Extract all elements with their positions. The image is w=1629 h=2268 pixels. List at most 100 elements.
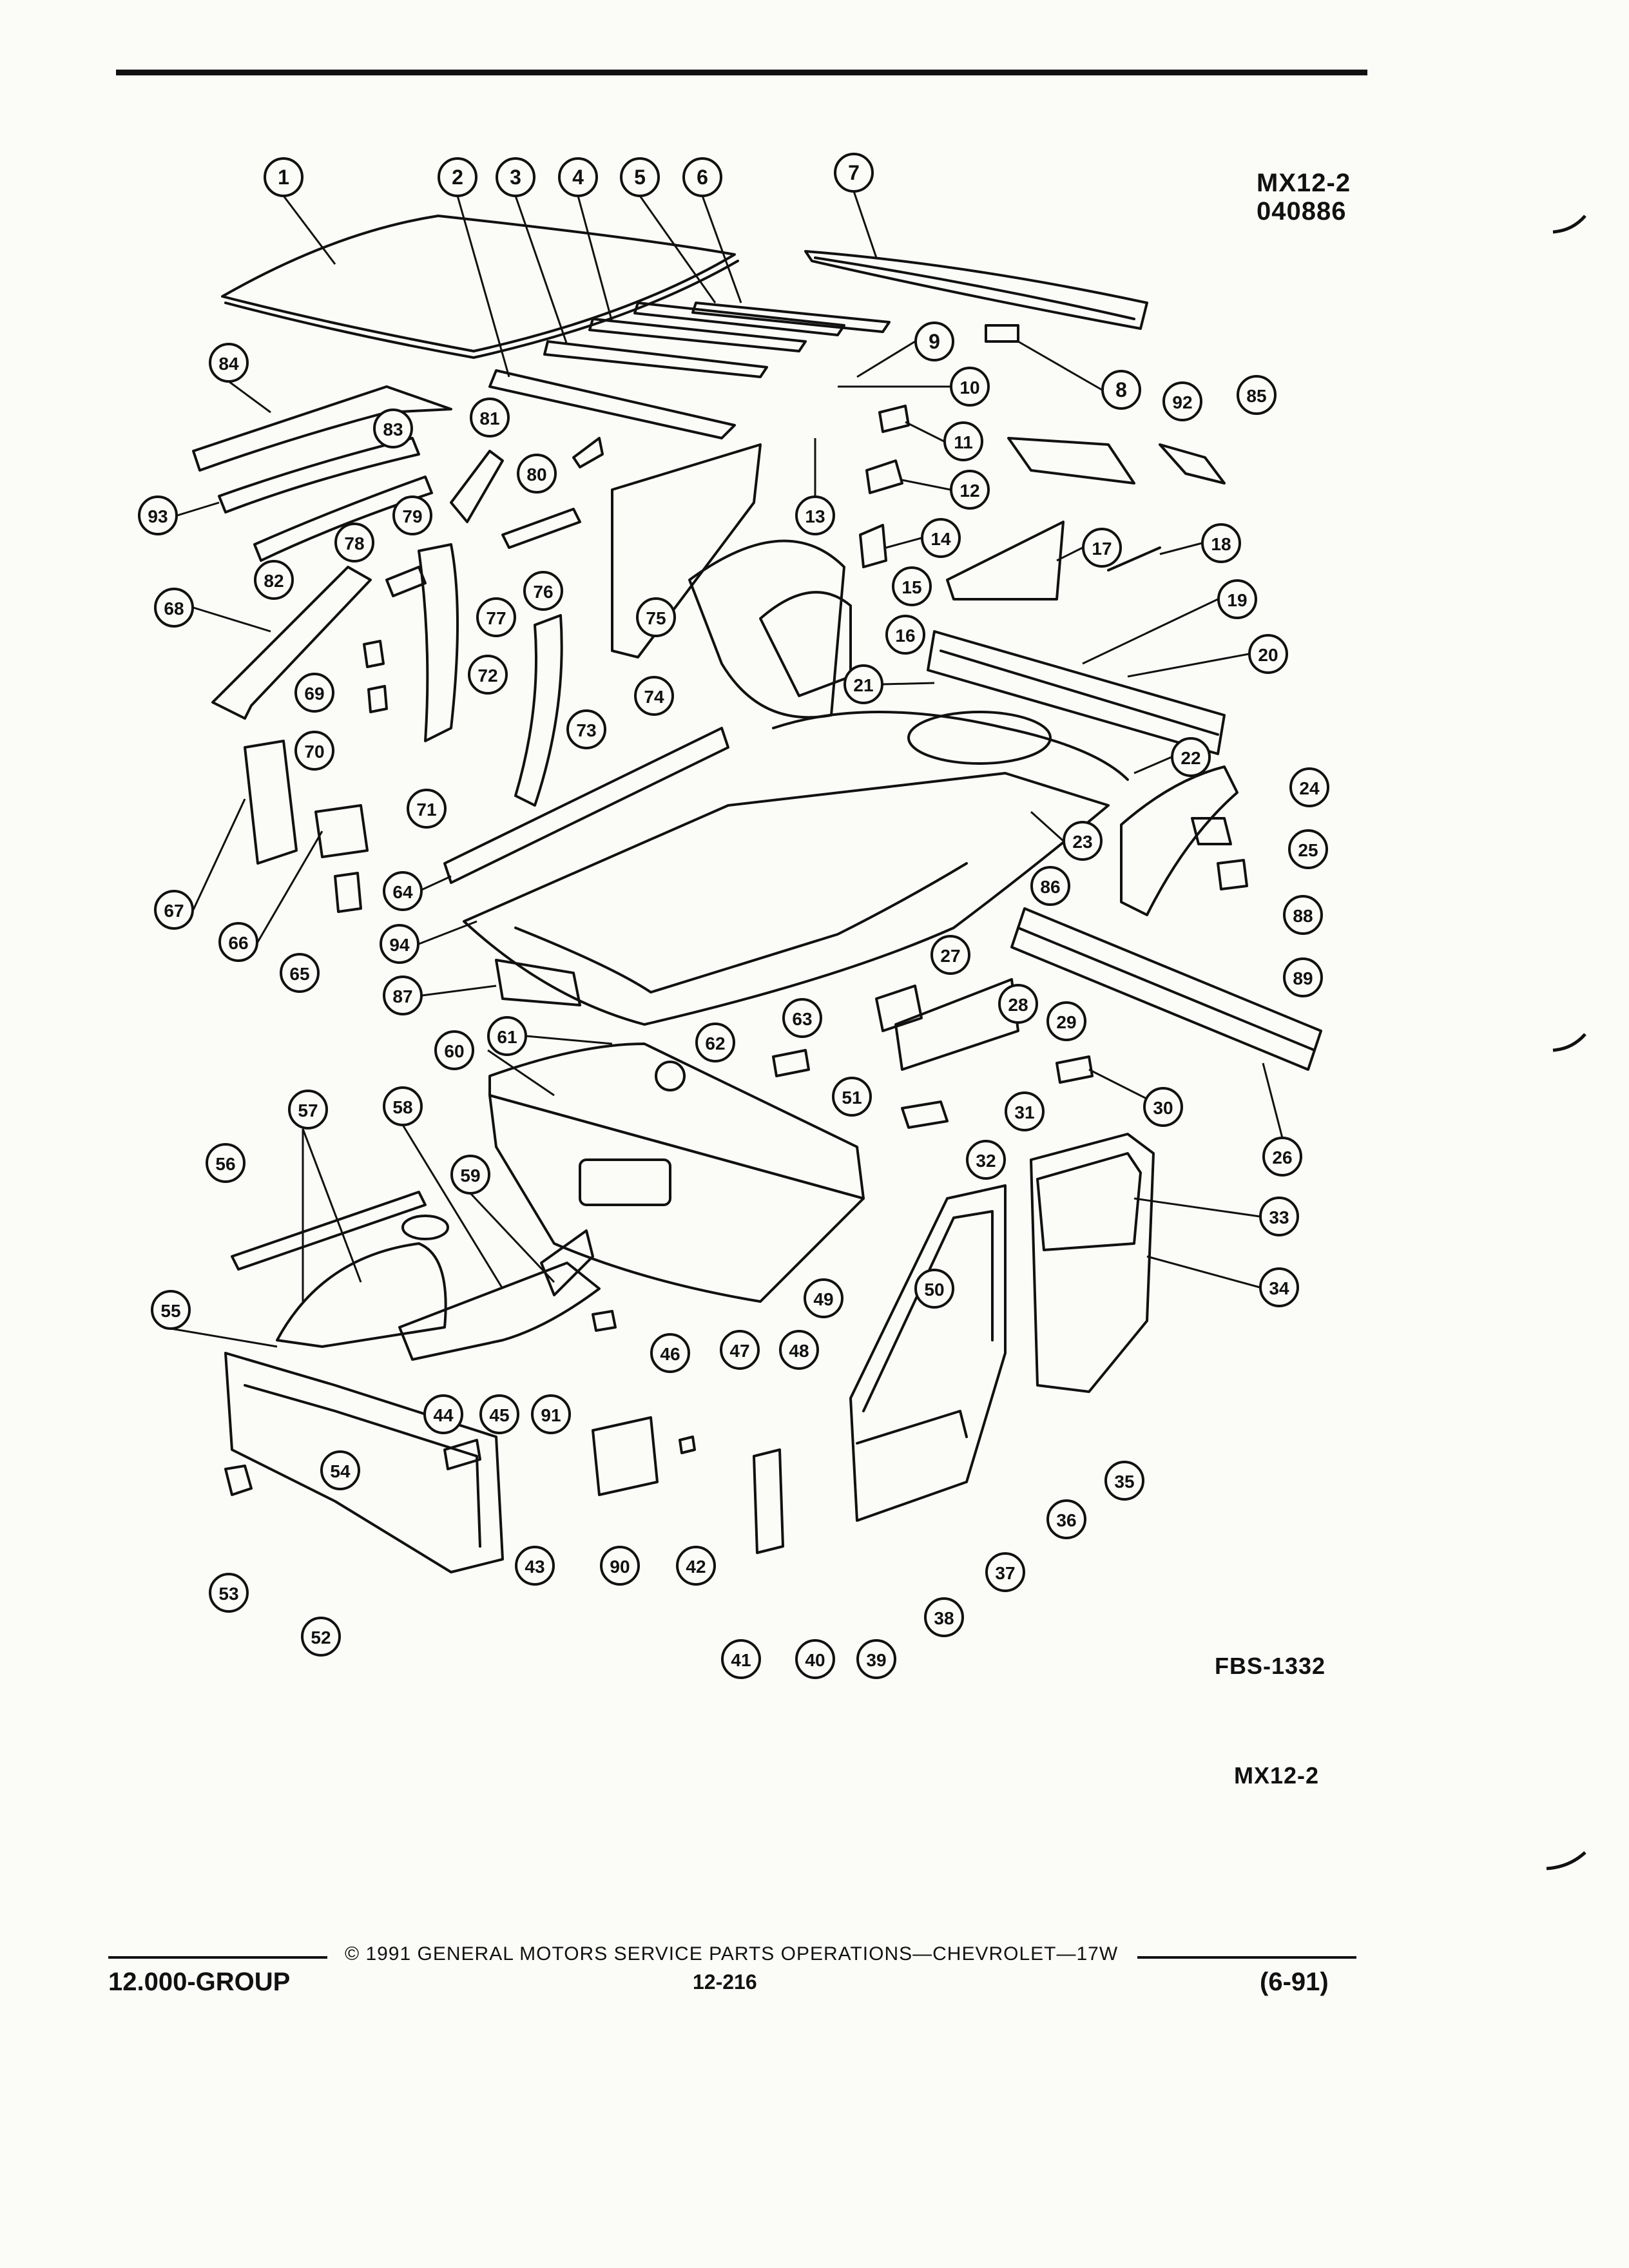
callout-label: 87	[392, 986, 412, 1006]
bracket-53	[224, 1465, 253, 1496]
rail-59	[540, 1229, 594, 1296]
rail-68	[211, 566, 372, 720]
callout-40: 40	[795, 1639, 835, 1679]
callout-label: 33	[1269, 1207, 1289, 1227]
callout-label: 83	[383, 419, 403, 439]
callout-label: 49	[813, 1289, 833, 1309]
top-rule	[116, 70, 1367, 75]
callout-9: 9	[914, 322, 954, 361]
callout-69: 69	[294, 673, 334, 713]
callout-label: 75	[646, 608, 666, 628]
bracket-62	[772, 1049, 810, 1077]
callout-label: 37	[995, 1563, 1015, 1583]
callout-label: 80	[526, 465, 546, 485]
callout-label: 15	[901, 577, 921, 597]
callout-61: 61	[487, 1016, 527, 1056]
bracket-69	[363, 640, 385, 668]
callout-63: 63	[782, 998, 822, 1038]
callout-label: 64	[392, 882, 413, 902]
callout-label: 24	[1299, 778, 1320, 798]
binder-hole-mark-1	[1552, 215, 1586, 234]
callout-70: 70	[294, 731, 334, 771]
callout-label: 76	[533, 582, 553, 602]
callout-label: 44	[433, 1405, 454, 1425]
callout-60: 60	[434, 1030, 474, 1070]
bracket-78	[385, 566, 427, 597]
callout-24: 24	[1289, 767, 1329, 807]
side-rail-83	[218, 437, 420, 514]
callout-label: 78	[344, 533, 364, 553]
callout-label: 71	[416, 800, 436, 820]
callout-92: 92	[1162, 381, 1202, 421]
callout-label: 77	[486, 608, 506, 628]
callout-label: 50	[924, 1280, 944, 1300]
callout-label: 22	[1181, 748, 1200, 768]
callout-label: 9	[929, 330, 940, 353]
callout-58: 58	[383, 1086, 423, 1126]
callout-label: 29	[1056, 1012, 1076, 1032]
bracket-31	[901, 1100, 949, 1129]
callout-53: 53	[209, 1573, 249, 1613]
callout-label: 81	[479, 408, 499, 428]
callout-76: 76	[523, 571, 563, 611]
callout-66: 66	[218, 922, 258, 962]
callout-label: 34	[1269, 1278, 1289, 1298]
callout-label: 63	[792, 1009, 812, 1029]
callout-12: 12	[950, 470, 990, 510]
callout-label: 74	[644, 687, 664, 707]
callout-87: 87	[383, 975, 423, 1015]
callout-50: 50	[914, 1269, 954, 1309]
callout-75: 75	[636, 597, 676, 637]
callout-48: 48	[779, 1330, 819, 1370]
part-24	[1191, 817, 1232, 845]
callout-45: 45	[479, 1394, 519, 1434]
callout-label: 14	[930, 529, 951, 549]
bracket-70	[367, 685, 388, 713]
callout-3: 3	[496, 157, 535, 197]
bracket-30	[1055, 1055, 1094, 1084]
front-door	[849, 1184, 1007, 1522]
bracket-81	[572, 437, 604, 468]
callout-label: 25	[1298, 840, 1318, 860]
callout-label: 45	[489, 1405, 509, 1425]
callout-1: 1	[264, 157, 304, 197]
callout-85: 85	[1237, 375, 1277, 415]
callout-36: 36	[1046, 1499, 1086, 1539]
callout-label: 86	[1040, 877, 1060, 897]
callout-label: 89	[1293, 968, 1313, 988]
callout-34: 34	[1259, 1267, 1299, 1307]
callout-label: 79	[402, 506, 422, 526]
callout-91: 91	[531, 1394, 571, 1434]
bracket-67	[244, 740, 298, 865]
pillar-71	[514, 614, 563, 807]
wheelhouse-15	[759, 591, 852, 697]
callout-28: 28	[998, 984, 1038, 1024]
callout-83: 83	[373, 408, 413, 448]
callout-label: 62	[705, 1033, 725, 1053]
callout-81: 81	[470, 398, 510, 437]
callout-5: 5	[620, 157, 660, 197]
crossmember-26	[1010, 907, 1322, 1071]
callout-84: 84	[209, 343, 249, 383]
callout-42: 42	[676, 1546, 716, 1586]
binder-hole-mark-2	[1552, 1033, 1586, 1052]
apron-57	[276, 1242, 447, 1348]
callout-label: 12	[959, 481, 979, 501]
callout-label: 47	[729, 1341, 749, 1361]
diagram-code: MX12-2	[1257, 169, 1351, 197]
callout-label: 17	[1092, 539, 1112, 559]
callout-label: 31	[1014, 1102, 1034, 1122]
callout-label: 58	[392, 1097, 412, 1117]
callout-label: 30	[1153, 1098, 1173, 1118]
bracket-66	[314, 804, 369, 858]
bracket-11	[878, 405, 910, 433]
callout-17: 17	[1082, 528, 1122, 568]
callout-8: 8	[1101, 370, 1141, 410]
callout-label: 23	[1072, 832, 1092, 852]
callout-label: 72	[477, 666, 497, 686]
callout-82: 82	[254, 560, 294, 600]
callout-label: 52	[311, 1628, 331, 1648]
callout-93: 93	[138, 495, 178, 535]
callout-72: 72	[468, 655, 508, 695]
callout-32: 32	[966, 1140, 1006, 1180]
